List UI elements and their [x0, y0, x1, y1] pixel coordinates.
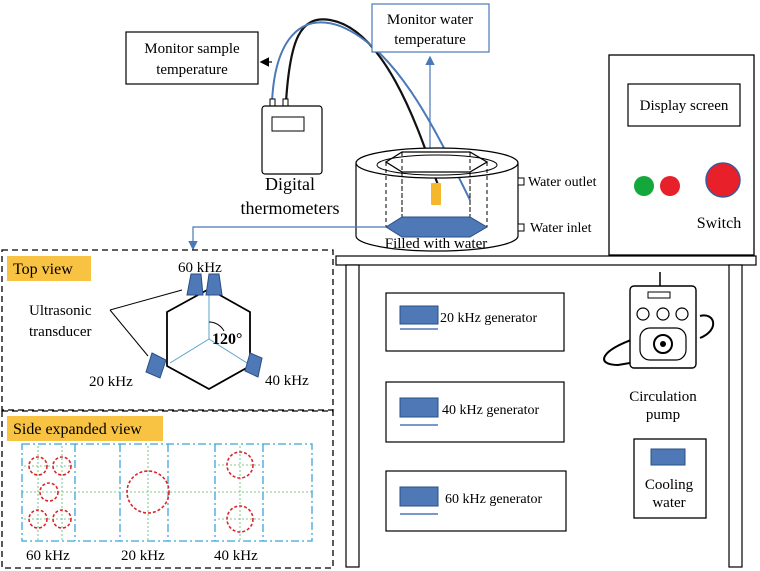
- ultrasonic-transducer-label-2: transducer: [29, 324, 91, 340]
- circulation-pump-label-1: Circulation: [629, 389, 697, 405]
- side-20-label: 20 kHz: [121, 548, 165, 564]
- top-view-pointer: [188, 226, 386, 251]
- transducer-40: [244, 352, 263, 378]
- side-40-label: 40 kHz: [214, 548, 258, 564]
- cooling-water-indicator: [650, 448, 686, 466]
- freq-60-label: 60 kHz: [178, 260, 222, 276]
- cooling-water-label-1: Cooling: [645, 477, 694, 493]
- generator-40-label: 40 kHz generator: [442, 403, 540, 418]
- top-view-panel: [1, 249, 334, 411]
- green-led: [634, 176, 654, 196]
- generator-60-label: 60 kHz generator: [445, 492, 543, 507]
- power-switch: [705, 162, 741, 198]
- monitor-sample-label-2: temperature: [156, 62, 228, 78]
- digital-thermometers-label-1: Digital: [265, 174, 315, 194]
- circulation-pump-label-2: pump: [646, 407, 680, 423]
- blue-probe-cable: [271, 21, 471, 201]
- transducer-leader-2: [109, 309, 149, 357]
- transducer-60b: [205, 273, 223, 296]
- water-inlet-label: Water inlet: [530, 221, 592, 236]
- side-60-label: 60 kHz: [26, 548, 70, 564]
- monitor-sample-label-1: Monitor sample: [144, 41, 240, 57]
- generator-60: [385, 470, 567, 532]
- display-screen-label: Display screen: [640, 98, 729, 114]
- monitor-water-label-1: Monitor water: [387, 12, 473, 28]
- side-view-centerlines: [22, 446, 312, 540]
- water-outlet-label: Water outlet: [528, 175, 597, 190]
- display-screen: [627, 83, 741, 127]
- generator-20-label: 20 kHz generator: [440, 311, 538, 326]
- freq-40-label: 40 kHz: [265, 373, 309, 389]
- digital-thermometer: [261, 98, 323, 175]
- circulation-pump: [603, 272, 715, 369]
- water-bath: [355, 147, 525, 252]
- transducer-60a: [186, 273, 204, 296]
- monitor-water-label-2: temperature: [394, 32, 466, 48]
- side-view-label: Side expanded view: [13, 421, 142, 438]
- black-probe-cable: [284, 18, 440, 186]
- transducer-20: [145, 352, 167, 379]
- side-view-panel: [1, 410, 334, 569]
- table: [335, 255, 757, 568]
- side-view-circles: [28, 451, 254, 533]
- side-view-tag: [7, 416, 163, 441]
- monitor-water-box: [371, 3, 490, 53]
- transducer-leader-1: [109, 289, 183, 311]
- generator-20: [385, 292, 565, 352]
- red-led: [660, 176, 680, 196]
- side-view-grid: [21, 443, 313, 542]
- angle-label: 120°: [212, 331, 242, 348]
- monitor-sample-box: [125, 31, 259, 85]
- top-view-tag: [7, 256, 91, 281]
- top-view-hexagon: [166, 287, 251, 391]
- generator-40: [385, 381, 565, 443]
- filled-with-water-label: Filled with water: [385, 236, 487, 252]
- digital-thermometers-label-2: thermometers: [241, 198, 340, 218]
- freq-20-label: 20 kHz: [89, 374, 133, 390]
- cooling-water-label-2: water: [652, 495, 685, 511]
- top-view-label: Top view: [13, 261, 73, 278]
- switch-label: Switch: [697, 215, 741, 232]
- ultrasonic-transducer-label-1: Ultrasonic: [29, 303, 92, 319]
- sample: [431, 183, 441, 205]
